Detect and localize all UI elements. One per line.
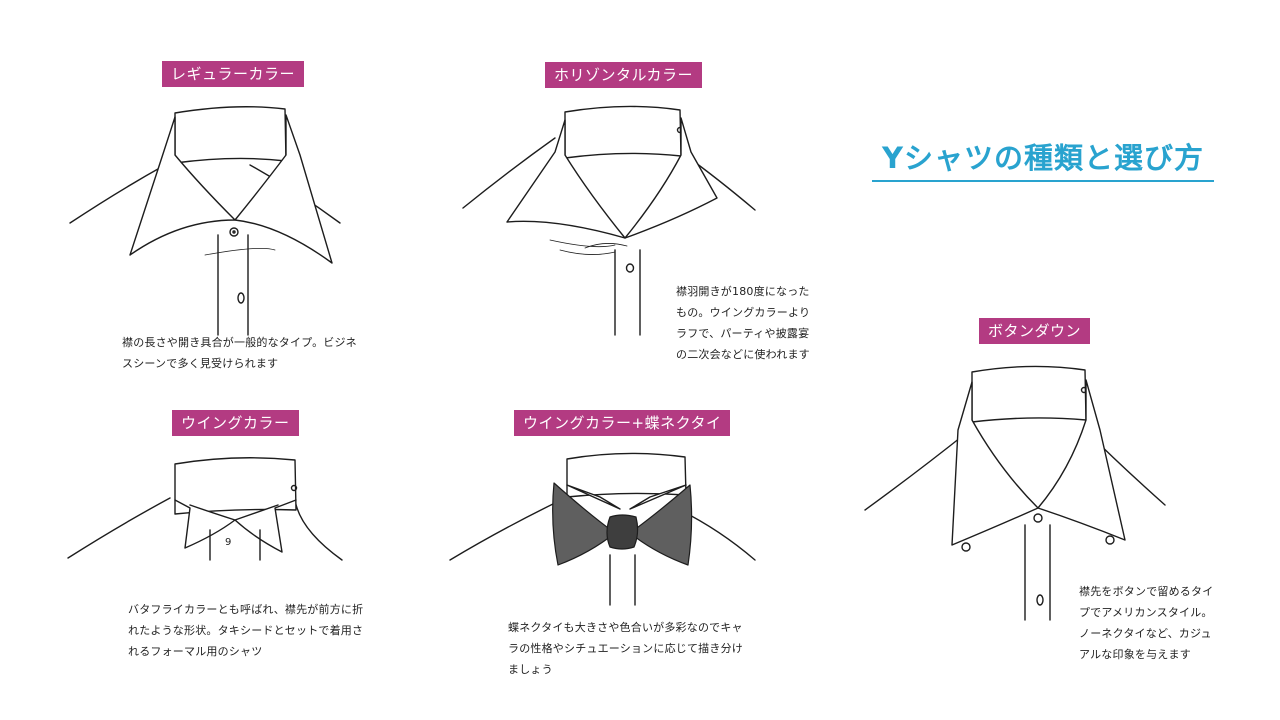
regular-collar-description: 襟の長さや開き具合が一般的なタイプ。ビジネ スシーンで多く見受けられます: [122, 336, 357, 370]
buttondown-collar-description: 襟先をボタンで留めるタイ プでアメリカンスタイル。 ノーネクタイなど、カジュ ア…: [1079, 585, 1214, 661]
title-underline: [872, 180, 1214, 182]
label-wing-bowtie: ウイングカラー+蝶ネクタイ: [514, 410, 731, 436]
label-wing-collar: ウイングカラー: [172, 410, 299, 436]
page-title: Yシャツの種類と選び方: [882, 141, 1204, 175]
label-buttondown-collar: ボタンダウン: [979, 318, 1091, 344]
wing-bowtie-description: 蝶ネクタイも大きさや色合いが多彩なのでキャ ラの性格やシチュエーションに応じて描…: [508, 621, 743, 676]
regular-collar-illustration: [69, 106, 341, 336]
label-horizontal-collar: ホリゾンタルカラー: [545, 62, 703, 88]
wing-collar-illustration: 9: [67, 457, 343, 561]
wing-collar-description: バタフライカラーとも呼ばれ、襟先が前方に折 れたような形状。タキシードとセットで…: [128, 603, 364, 658]
buttondown-collar-illustration: [864, 365, 1166, 621]
horizontal-collar-description: 襟羽開きが180度になった もの。ウイングカラーより ラフで、パーティや披露宴 …: [676, 285, 811, 361]
svg-text:9: 9: [225, 537, 231, 548]
horizontal-collar-illustration: [462, 105, 756, 336]
label-regular-collar: レギュラーカラー: [162, 61, 305, 87]
wing-bowtie-illustration: [449, 452, 756, 606]
